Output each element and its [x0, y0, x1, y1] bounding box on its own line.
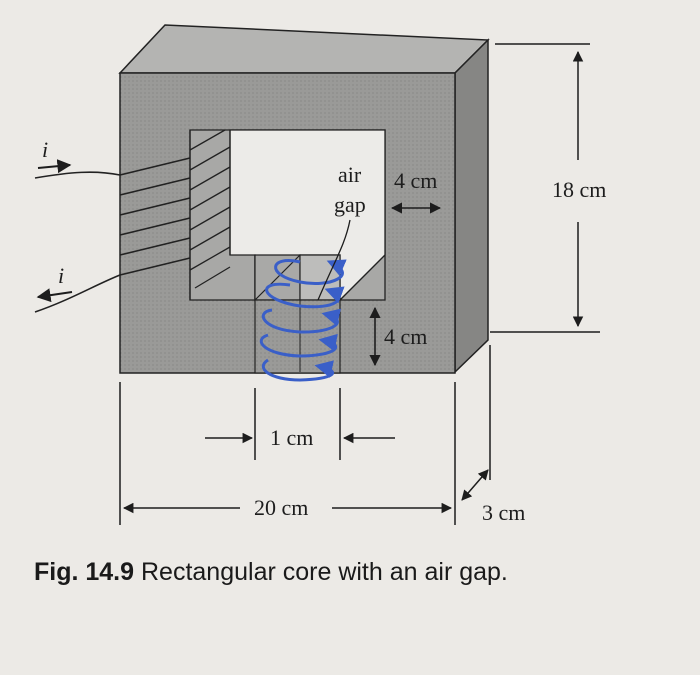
depth-dimension — [461, 345, 491, 501]
leg-width-label: 1 cm — [270, 425, 313, 450]
current-arrow-out — [36, 288, 73, 303]
air-label: air — [338, 162, 362, 187]
current-arrow-in — [37, 159, 72, 174]
flux-line — [261, 358, 335, 382]
core-window — [189, 129, 386, 302]
lead-wire-bottom — [34, 274, 121, 313]
flux-line — [265, 282, 345, 309]
core-top-face — [118, 24, 490, 74]
flux-line — [259, 333, 338, 358]
current-label-top: i — [42, 137, 48, 162]
inner-width-label: 4 cm — [394, 168, 437, 193]
core-side-face — [454, 38, 489, 374]
flux-lines — [259, 259, 347, 382]
caption-text: Rectangular core with an air gap. — [141, 558, 508, 586]
lead-wire-top — [34, 171, 121, 179]
flux-line — [274, 259, 347, 285]
depth-label: 3 cm — [482, 500, 525, 525]
height-label: 18 cm — [552, 177, 606, 202]
figure-caption: Fig. 14.9 Rectangular core with an air g… — [34, 558, 508, 587]
winding-hatch — [189, 129, 231, 289]
flux-line — [261, 308, 342, 334]
width-dimension — [119, 382, 456, 525]
gap-height-label: 4 cm — [384, 324, 427, 349]
height-dimension — [490, 43, 600, 333]
current-label-bottom: i — [58, 263, 64, 288]
width-label: 20 cm — [254, 495, 308, 520]
current-arrows — [36, 159, 73, 303]
caption-label: Fig. 14.9 — [34, 558, 135, 586]
leg-width-dimension — [205, 388, 395, 460]
air-gap-leader — [317, 219, 351, 301]
gap-label: gap — [334, 192, 366, 217]
coil-windings — [34, 157, 191, 313]
